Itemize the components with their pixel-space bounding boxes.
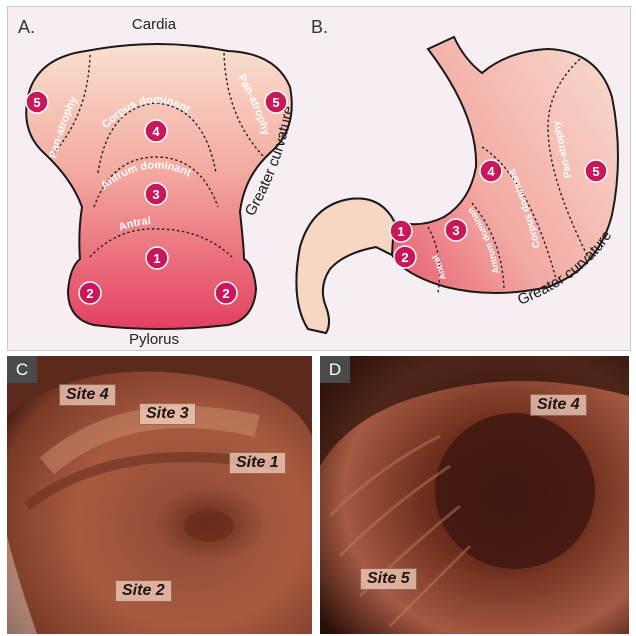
stomach-b-outline [295, 35, 619, 335]
endoscopy-photo-d: D Site 4 Site 5 [320, 356, 629, 634]
endoscopy-photo-c: C Site 4 Site 3 Site 1 Site 2 [7, 356, 312, 634]
svg-text:4: 4 [487, 164, 495, 179]
panel-d-letter: D [320, 356, 350, 383]
site-badge-4-b: 4 [479, 159, 503, 183]
svg-text:1: 1 [397, 224, 404, 239]
svg-text:3: 3 [452, 223, 459, 238]
svg-text:2: 2 [86, 286, 93, 301]
zone-boundaries-a [49, 52, 265, 258]
endoscopy-image-c [7, 356, 312, 634]
site-3-label-c: Site 3 [139, 403, 196, 425]
site-badge-5-right-a: 5 [264, 90, 288, 114]
site-badge-1-a: 1 [145, 246, 169, 270]
site-badge-1-b: 1 [389, 219, 413, 243]
duodenum-b [295, 197, 396, 335]
panel-c-letter: C [7, 356, 37, 383]
svg-text:1: 1 [153, 251, 160, 266]
stomach-diagrams: A. Cardia Pan-atrophy Pan-atrophy Corpus… [7, 0, 619, 348]
site-badge-2-left-a: 2 [78, 281, 102, 305]
svg-text:3: 3 [152, 187, 159, 202]
svg-text:4: 4 [152, 124, 160, 139]
zone-boundaries-b [427, 58, 589, 294]
panel-a-letter: A. [18, 17, 35, 37]
svg-text:2: 2 [401, 250, 408, 265]
svg-text:5: 5 [272, 95, 279, 110]
site-badge-2-right-a: 2 [214, 281, 238, 305]
site-2-label-c: Site 2 [115, 580, 172, 602]
site-5-label-d: Site 5 [360, 568, 417, 590]
site-badge-3-b: 3 [444, 218, 468, 242]
cardia-label: Cardia [132, 16, 177, 33]
site-badge-2-b: 2 [393, 245, 417, 269]
site-4-label-d: Site 4 [530, 394, 587, 416]
pylorus-label: Pylorus [129, 331, 179, 348]
site-badge-5-left-a: 5 [25, 90, 49, 114]
site-1-label-c: Site 1 [229, 452, 286, 474]
svg-text:5: 5 [33, 95, 40, 110]
site-badge-3-a: 3 [144, 182, 168, 206]
svg-text:5: 5 [592, 164, 599, 179]
site-badge-5-b: 5 [584, 159, 608, 183]
svg-text:2: 2 [222, 286, 229, 301]
diagram-panel: A. Cardia Pan-atrophy Pan-atrophy Corpus… [7, 0, 631, 351]
site-badge-4-a: 4 [144, 119, 168, 143]
site-4-label-c: Site 4 [59, 384, 116, 406]
panel-b-letter: B. [311, 17, 328, 37]
